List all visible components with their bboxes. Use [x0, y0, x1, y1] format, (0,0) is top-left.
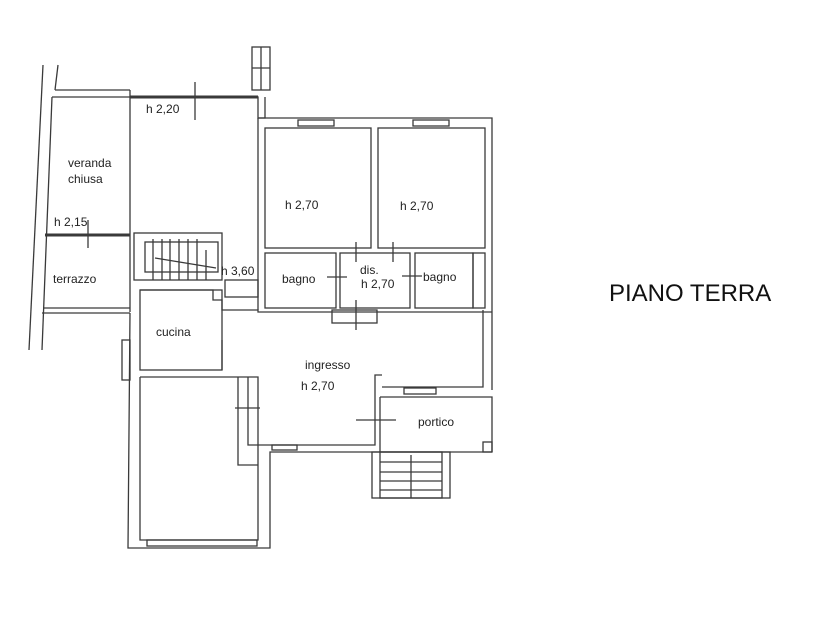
bedroom1-height: h 2,70 [285, 198, 319, 212]
internal-stairs [133, 118, 259, 310]
ingresso-label: ingresso [305, 358, 351, 372]
bedroom2-height: h 2,70 [400, 199, 434, 213]
portico-label: portico [418, 415, 454, 429]
chimney [251, 46, 271, 119]
day-zone-walls [121, 289, 493, 549]
ingresso-height: h 2,70 [301, 379, 335, 393]
veranda-label: veranda [68, 156, 112, 170]
bagno2-label: bagno [423, 270, 457, 284]
veranda-walls [42, 82, 258, 314]
dis-height: h 2,70 [361, 277, 395, 291]
bagno1-label: bagno [282, 272, 316, 286]
floor-title: PIANO TERRA [609, 280, 771, 307]
property-boundary [28, 64, 130, 351]
veranda-height: h 2,20 [146, 102, 180, 116]
stairs-height: h 3,60 [221, 264, 255, 278]
entrance-steps [371, 451, 451, 499]
cucina-label: cucina [156, 325, 191, 339]
terrazzo-label: terrazzo [53, 272, 97, 286]
dis-label: dis. [360, 263, 379, 277]
night-zone-walls [258, 117, 493, 390]
veranda-label-2: chiusa [68, 172, 103, 186]
terrazzo-height: h 2,15 [54, 215, 88, 229]
